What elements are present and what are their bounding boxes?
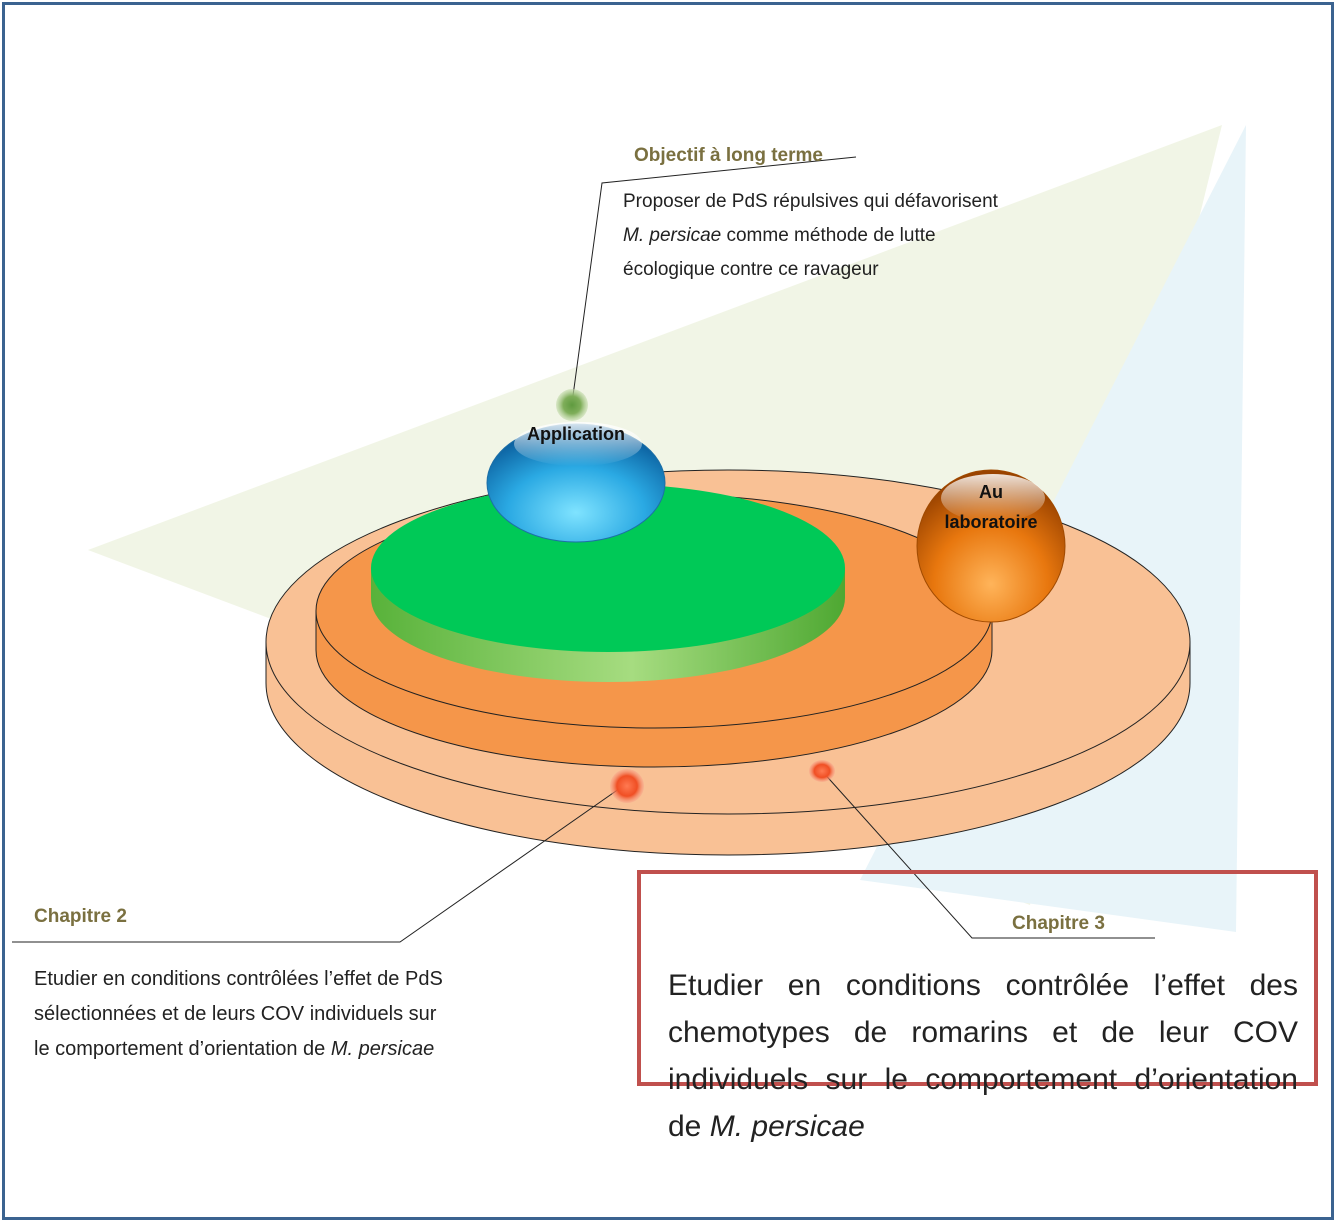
objective-text: Proposer de PdS répulsives qui défavoris… bbox=[623, 185, 1003, 287]
chapter3-box bbox=[637, 870, 1318, 1086]
objective-heading: Objectif à long terme bbox=[634, 145, 823, 166]
chapter2-species: M. persicae bbox=[330, 1038, 435, 1060]
objective-marker bbox=[556, 389, 588, 421]
chapter3-connector bbox=[821, 770, 1155, 939]
chapter3-species: M. persicae bbox=[709, 1110, 865, 1143]
objective-text-part2: comme méthode de lutte écologique contre… bbox=[623, 225, 936, 280]
chapter2-text: Etudier en conditions contrôlées l’effet… bbox=[34, 962, 454, 1067]
chapter3-text: Etudier en conditions contrôlée l’effet … bbox=[668, 962, 1298, 1150]
chapter3-marker bbox=[809, 760, 835, 782]
objective-text-part1: Proposer de PdS répulsives qui défavoris… bbox=[623, 191, 998, 212]
objective-species: M. persicae bbox=[623, 225, 722, 246]
chapter2-heading: Chapitre 2 bbox=[34, 906, 127, 927]
chapter2-connector bbox=[12, 783, 627, 943]
laboratoire-label-line2: laboratoire bbox=[944, 512, 1038, 532]
application-ball bbox=[486, 422, 666, 543]
chapter2-text-part1: Etudier en conditions contrôlées l’effet… bbox=[34, 968, 443, 1060]
laboratoire-label-line1: Au bbox=[979, 482, 1003, 502]
application-label: Application bbox=[527, 424, 625, 444]
inner-disc bbox=[371, 484, 845, 682]
objective-connector bbox=[571, 156, 857, 404]
chapter3-heading: Chapitre 3 bbox=[1012, 913, 1105, 934]
laboratoire-label: Au laboratoire bbox=[926, 477, 1056, 537]
chapter2-marker bbox=[610, 769, 644, 803]
laboratoire-ball bbox=[916, 469, 1066, 623]
chapter3-text-part1: Etudier en conditions contrôlée l’effet … bbox=[668, 969, 1298, 1143]
